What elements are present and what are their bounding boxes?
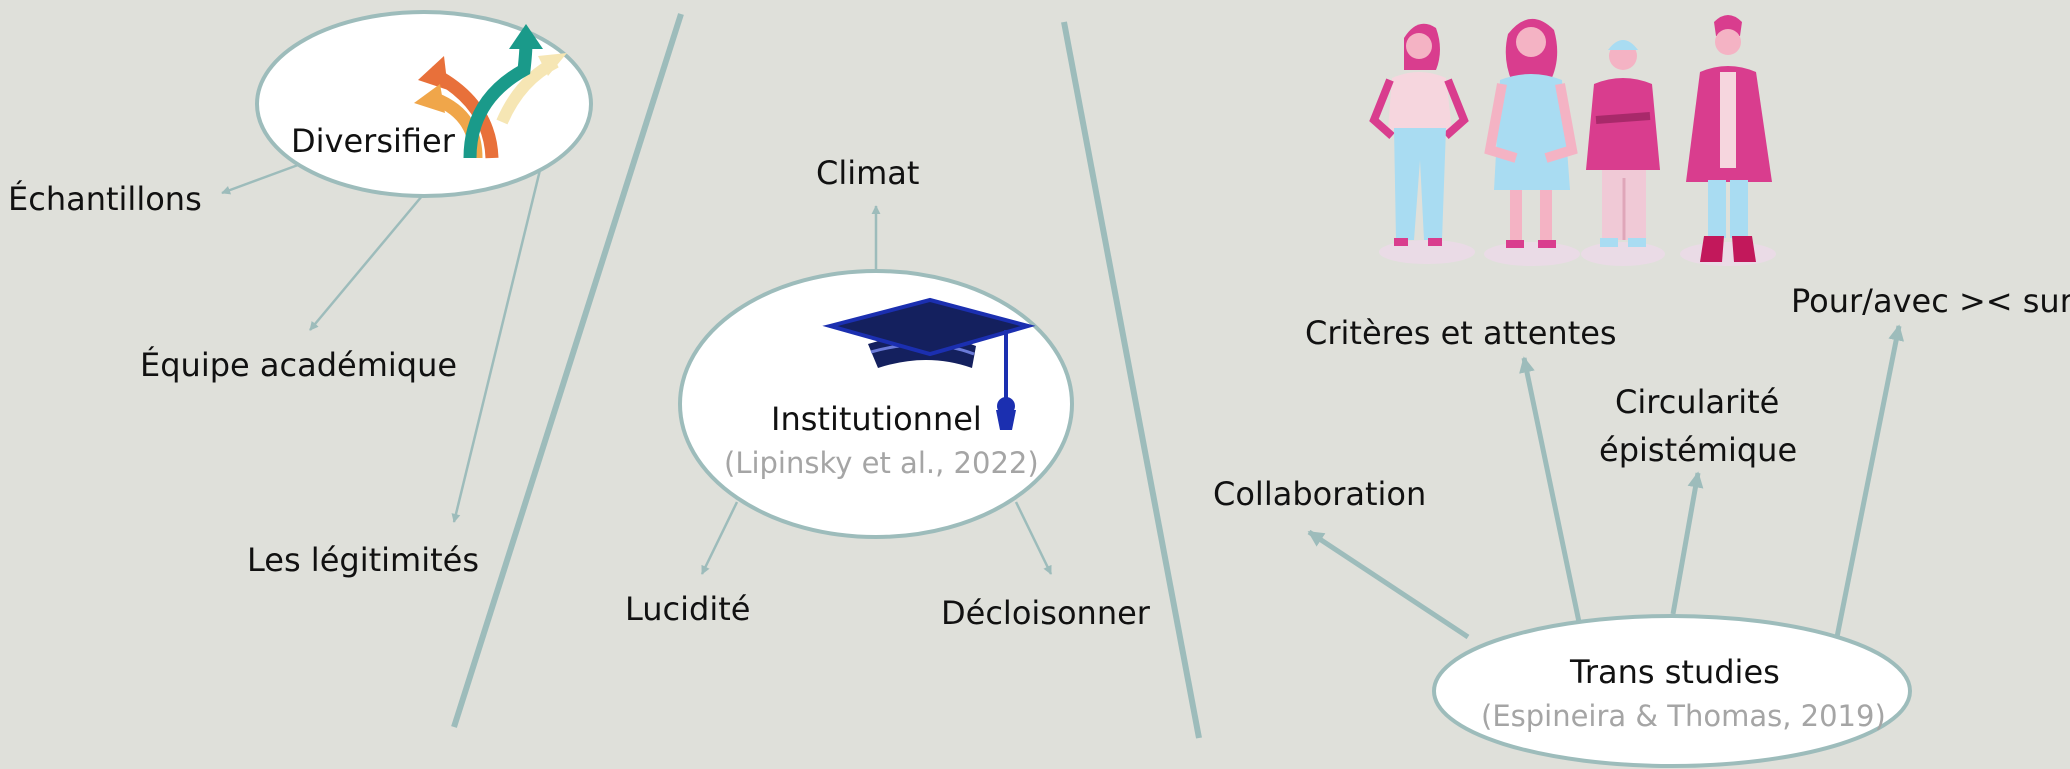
connector-lucidite <box>700 501 739 575</box>
institutionnel-citation: (Lipinsky et al., 2022) <box>724 446 1039 480</box>
connector-collaboration <box>1307 529 1470 640</box>
branch-pour-avec-sur: Pour/avec >< sur <box>1791 282 2070 320</box>
branch-circularite: Circularité <box>1615 383 1779 421</box>
branch-lucidite: Lucidité <box>625 590 750 628</box>
person-1 <box>1369 23 1469 246</box>
diversifier-label: Diversifier <box>291 122 456 160</box>
trans-studies-citation: (Espineira & Thomas, 2019) <box>1481 699 1886 733</box>
connector-decloisonner <box>1014 501 1053 575</box>
person-2 <box>1484 18 1578 248</box>
institutionnel-label: Institutionnel <box>771 400 982 438</box>
graduation-cap-icon <box>822 297 1036 430</box>
branch-criteres-attentes: Critères et attentes <box>1305 314 1617 352</box>
trans-studies-hub <box>1432 614 1912 768</box>
connector-circularite <box>1670 471 1704 615</box>
left-group: Diversifier Échantillons Équipe académiq… <box>8 10 593 579</box>
branch-climat: Climat <box>816 154 919 192</box>
person-4 <box>1686 15 1772 262</box>
center-group: Institutionnel (Lipinsky et al., 2022) C… <box>625 154 1151 632</box>
divider-left <box>451 13 684 728</box>
diverging-arrows-icon <box>414 24 567 159</box>
person-3 <box>1586 40 1660 247</box>
connector-equipe <box>309 195 423 331</box>
people-illustration <box>1369 15 1776 266</box>
branch-legitimites: Les légitimités <box>247 541 479 579</box>
connector-legitimites <box>451 169 542 523</box>
branch-echantillons: Échantillons <box>8 180 202 218</box>
branch-collaboration: Collaboration <box>1213 475 1426 513</box>
connector-criteres <box>1519 356 1582 623</box>
right-group: Trans studies (Espineira & Thomas, 2019)… <box>1213 15 2070 768</box>
divider-right <box>1061 21 1202 739</box>
branch-equipe-academique: Équipe académique <box>140 346 457 384</box>
branch-epistemique: épistémique <box>1599 431 1797 469</box>
connector-echantillons <box>221 163 299 195</box>
connector-pour-avec <box>1834 324 1905 638</box>
branch-decloisonner: Décloisonner <box>941 594 1151 632</box>
trans-studies-label: Trans studies <box>1569 653 1780 691</box>
